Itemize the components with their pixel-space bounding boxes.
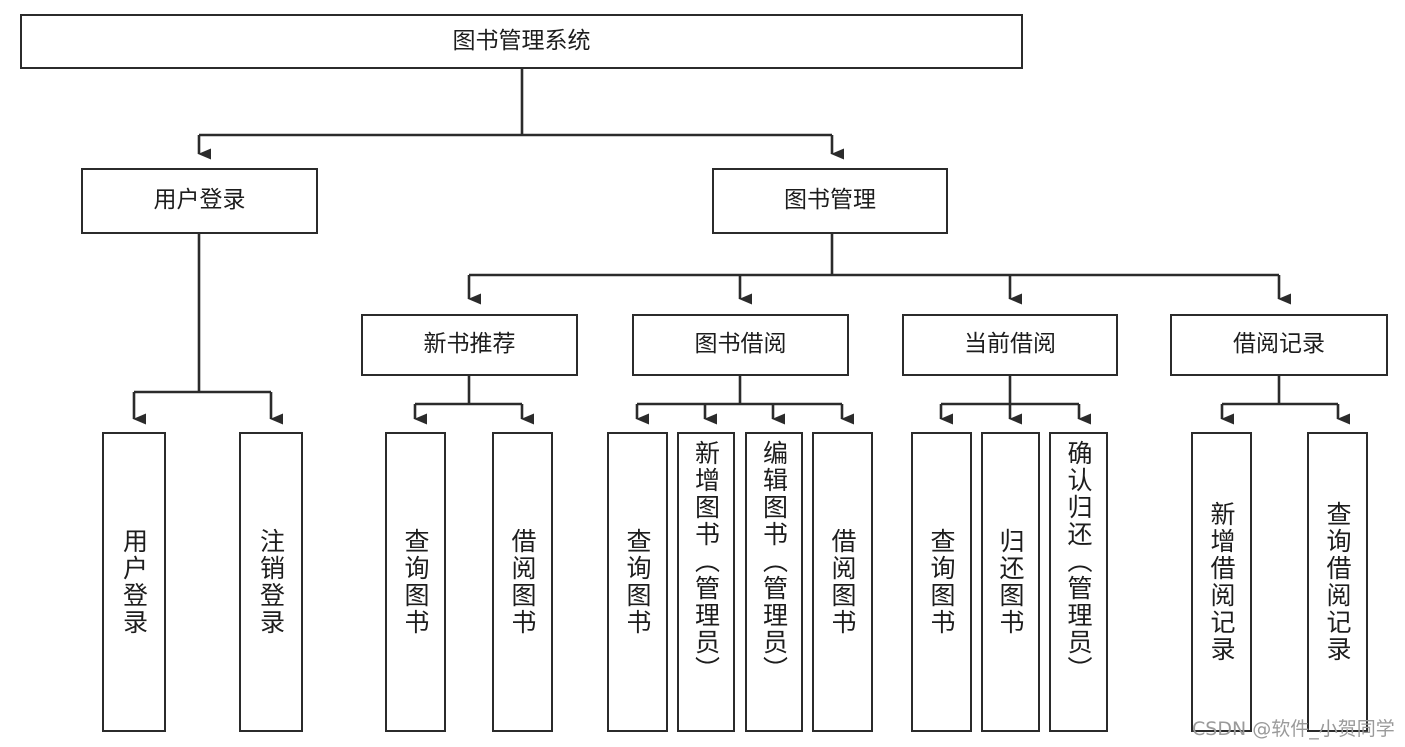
csdn-watermark: CSDN @软件_小贺同学 bbox=[1192, 718, 1395, 740]
node-leaf-add-book[interactable]: 新增图书（管理员） bbox=[677, 432, 735, 732]
node-book-management-label: 图书管理 bbox=[784, 187, 876, 214]
node-leaf-query-book-1-label: 查询图书 bbox=[401, 528, 430, 636]
node-leaf-add-book-label: 新增图书（管理员） bbox=[691, 440, 721, 683]
node-new-book-recommend[interactable]: 新书推荐 bbox=[361, 314, 578, 376]
node-leaf-user-login[interactable]: 用户登录 bbox=[102, 432, 166, 732]
node-user-login[interactable]: 用户登录 bbox=[81, 168, 318, 234]
node-leaf-borrow-book-1[interactable]: 借阅图书 bbox=[492, 432, 553, 732]
node-user-login-label: 用户登录 bbox=[153, 187, 246, 214]
node-new-book-recommend-label: 新书推荐 bbox=[423, 331, 516, 358]
node-leaf-confirm-return[interactable]: 确认归还（管理员） bbox=[1049, 432, 1108, 732]
node-leaf-user-logout-label: 注销登录 bbox=[256, 528, 286, 636]
node-borrow-record-label: 借阅记录 bbox=[1233, 331, 1325, 358]
node-borrow-record[interactable]: 借阅记录 bbox=[1170, 314, 1388, 376]
node-book-borrow[interactable]: 图书借阅 bbox=[632, 314, 849, 376]
node-leaf-edit-book[interactable]: 编辑图书（管理员） bbox=[745, 432, 803, 732]
node-leaf-return-book[interactable]: 归还图书 bbox=[981, 432, 1040, 732]
node-current-borrow[interactable]: 当前借阅 bbox=[902, 314, 1118, 376]
node-leaf-user-login-label: 用户登录 bbox=[119, 528, 149, 636]
node-leaf-borrow-book-1-label: 借阅图书 bbox=[508, 528, 537, 636]
node-leaf-user-logout[interactable]: 注销登录 bbox=[239, 432, 303, 732]
node-book-management[interactable]: 图书管理 bbox=[712, 168, 948, 234]
node-leaf-confirm-return-label: 确认归还（管理员） bbox=[1064, 440, 1093, 683]
node-leaf-query-book-1[interactable]: 查询图书 bbox=[385, 432, 446, 732]
node-leaf-add-record[interactable]: 新增借阅记录 bbox=[1191, 432, 1252, 732]
node-leaf-query-book-2[interactable]: 查询图书 bbox=[607, 432, 668, 732]
node-leaf-borrow-book-2[interactable]: 借阅图书 bbox=[812, 432, 873, 732]
node-leaf-edit-book-label: 编辑图书（管理员） bbox=[759, 440, 789, 683]
node-leaf-query-book-2-label: 查询图书 bbox=[623, 528, 652, 636]
node-root[interactable]: 图书管理系统 bbox=[20, 14, 1023, 69]
node-leaf-return-book-label: 归还图书 bbox=[996, 528, 1025, 636]
node-book-borrow-label: 图书借阅 bbox=[694, 331, 787, 358]
node-current-borrow-label: 当前借阅 bbox=[964, 331, 1056, 358]
node-leaf-query-record-label: 查询借阅记录 bbox=[1323, 501, 1352, 663]
node-leaf-query-book-3-label: 查询图书 bbox=[927, 528, 956, 636]
node-leaf-borrow-book-2-label: 借阅图书 bbox=[828, 528, 857, 636]
node-root-label: 图书管理系统 bbox=[452, 27, 591, 54]
node-leaf-query-book-3[interactable]: 查询图书 bbox=[911, 432, 972, 732]
node-leaf-query-record[interactable]: 查询借阅记录 bbox=[1307, 432, 1368, 732]
node-leaf-add-record-label: 新增借阅记录 bbox=[1207, 501, 1236, 663]
